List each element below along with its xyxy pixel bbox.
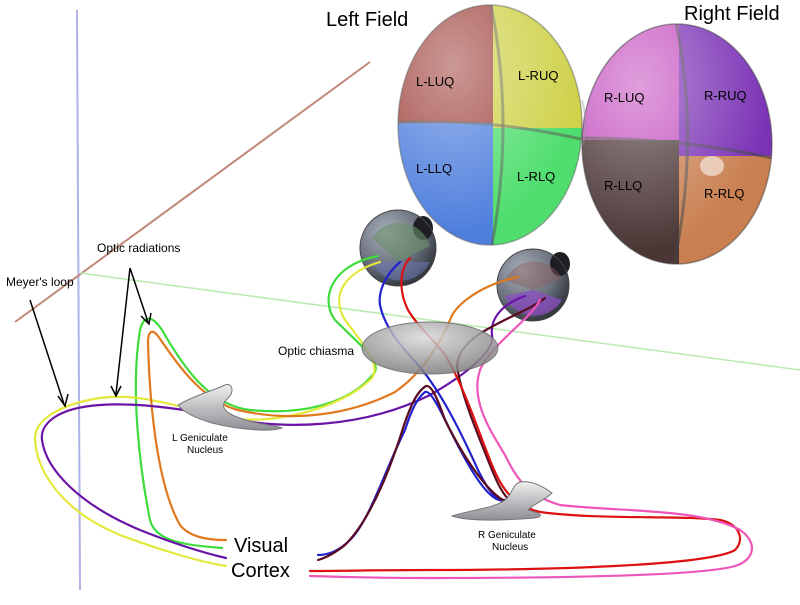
r-geniculate-label-line1: R Geniculate xyxy=(478,530,536,541)
vertical-guide-line xyxy=(76,9,81,591)
visual-cortex-label-line1: Visual xyxy=(234,535,288,557)
r-luq-label: R-LUQ xyxy=(604,90,644,105)
r-geniculate-label-line2: Nucleus xyxy=(492,542,528,553)
horizon-guide-line xyxy=(79,272,800,371)
fiber-green xyxy=(134,254,380,550)
optic-chiasma xyxy=(361,321,499,375)
fiber-yellow xyxy=(33,260,382,568)
meyers-loop-arrow xyxy=(29,299,69,408)
l-llq-label: L-LLQ xyxy=(416,161,452,176)
visual-cortex-label-line2: Cortex xyxy=(231,560,290,582)
left-field-title: Left Field xyxy=(326,9,408,31)
l-rlq-label: L-RLQ xyxy=(517,169,555,184)
optic-radiations-label: Optic radiations xyxy=(97,241,180,255)
left-eye xyxy=(359,209,437,287)
left-field-sphere xyxy=(398,5,582,245)
l-ruq-label: L-RUQ xyxy=(518,68,558,83)
diagonal-guide-line xyxy=(14,61,371,323)
right-field-sphere xyxy=(582,24,772,264)
right-field-title: Right Field xyxy=(684,3,780,25)
l-geniculate-label-line1: L Geniculate xyxy=(172,433,228,444)
l-geniculate-label-line2: Nucleus xyxy=(187,445,223,456)
fiber-tracts xyxy=(33,254,753,580)
right-eye xyxy=(496,248,570,322)
r-llq-label: R-LLQ xyxy=(604,178,642,193)
optic-radiations-arrows xyxy=(110,267,152,398)
l-geniculate-nucleus xyxy=(177,383,284,431)
r-rlq-label: R-RLQ xyxy=(704,186,744,201)
fiber-pink xyxy=(308,298,753,580)
r-geniculate-nucleus xyxy=(450,481,553,521)
r-ruq-label: R-RUQ xyxy=(704,88,747,103)
optic-chiasma-label: Optic chiasma xyxy=(278,344,354,358)
l-luq-label: L-LUQ xyxy=(416,74,454,89)
meyers-loop-label: Meyer's loop xyxy=(6,275,74,289)
